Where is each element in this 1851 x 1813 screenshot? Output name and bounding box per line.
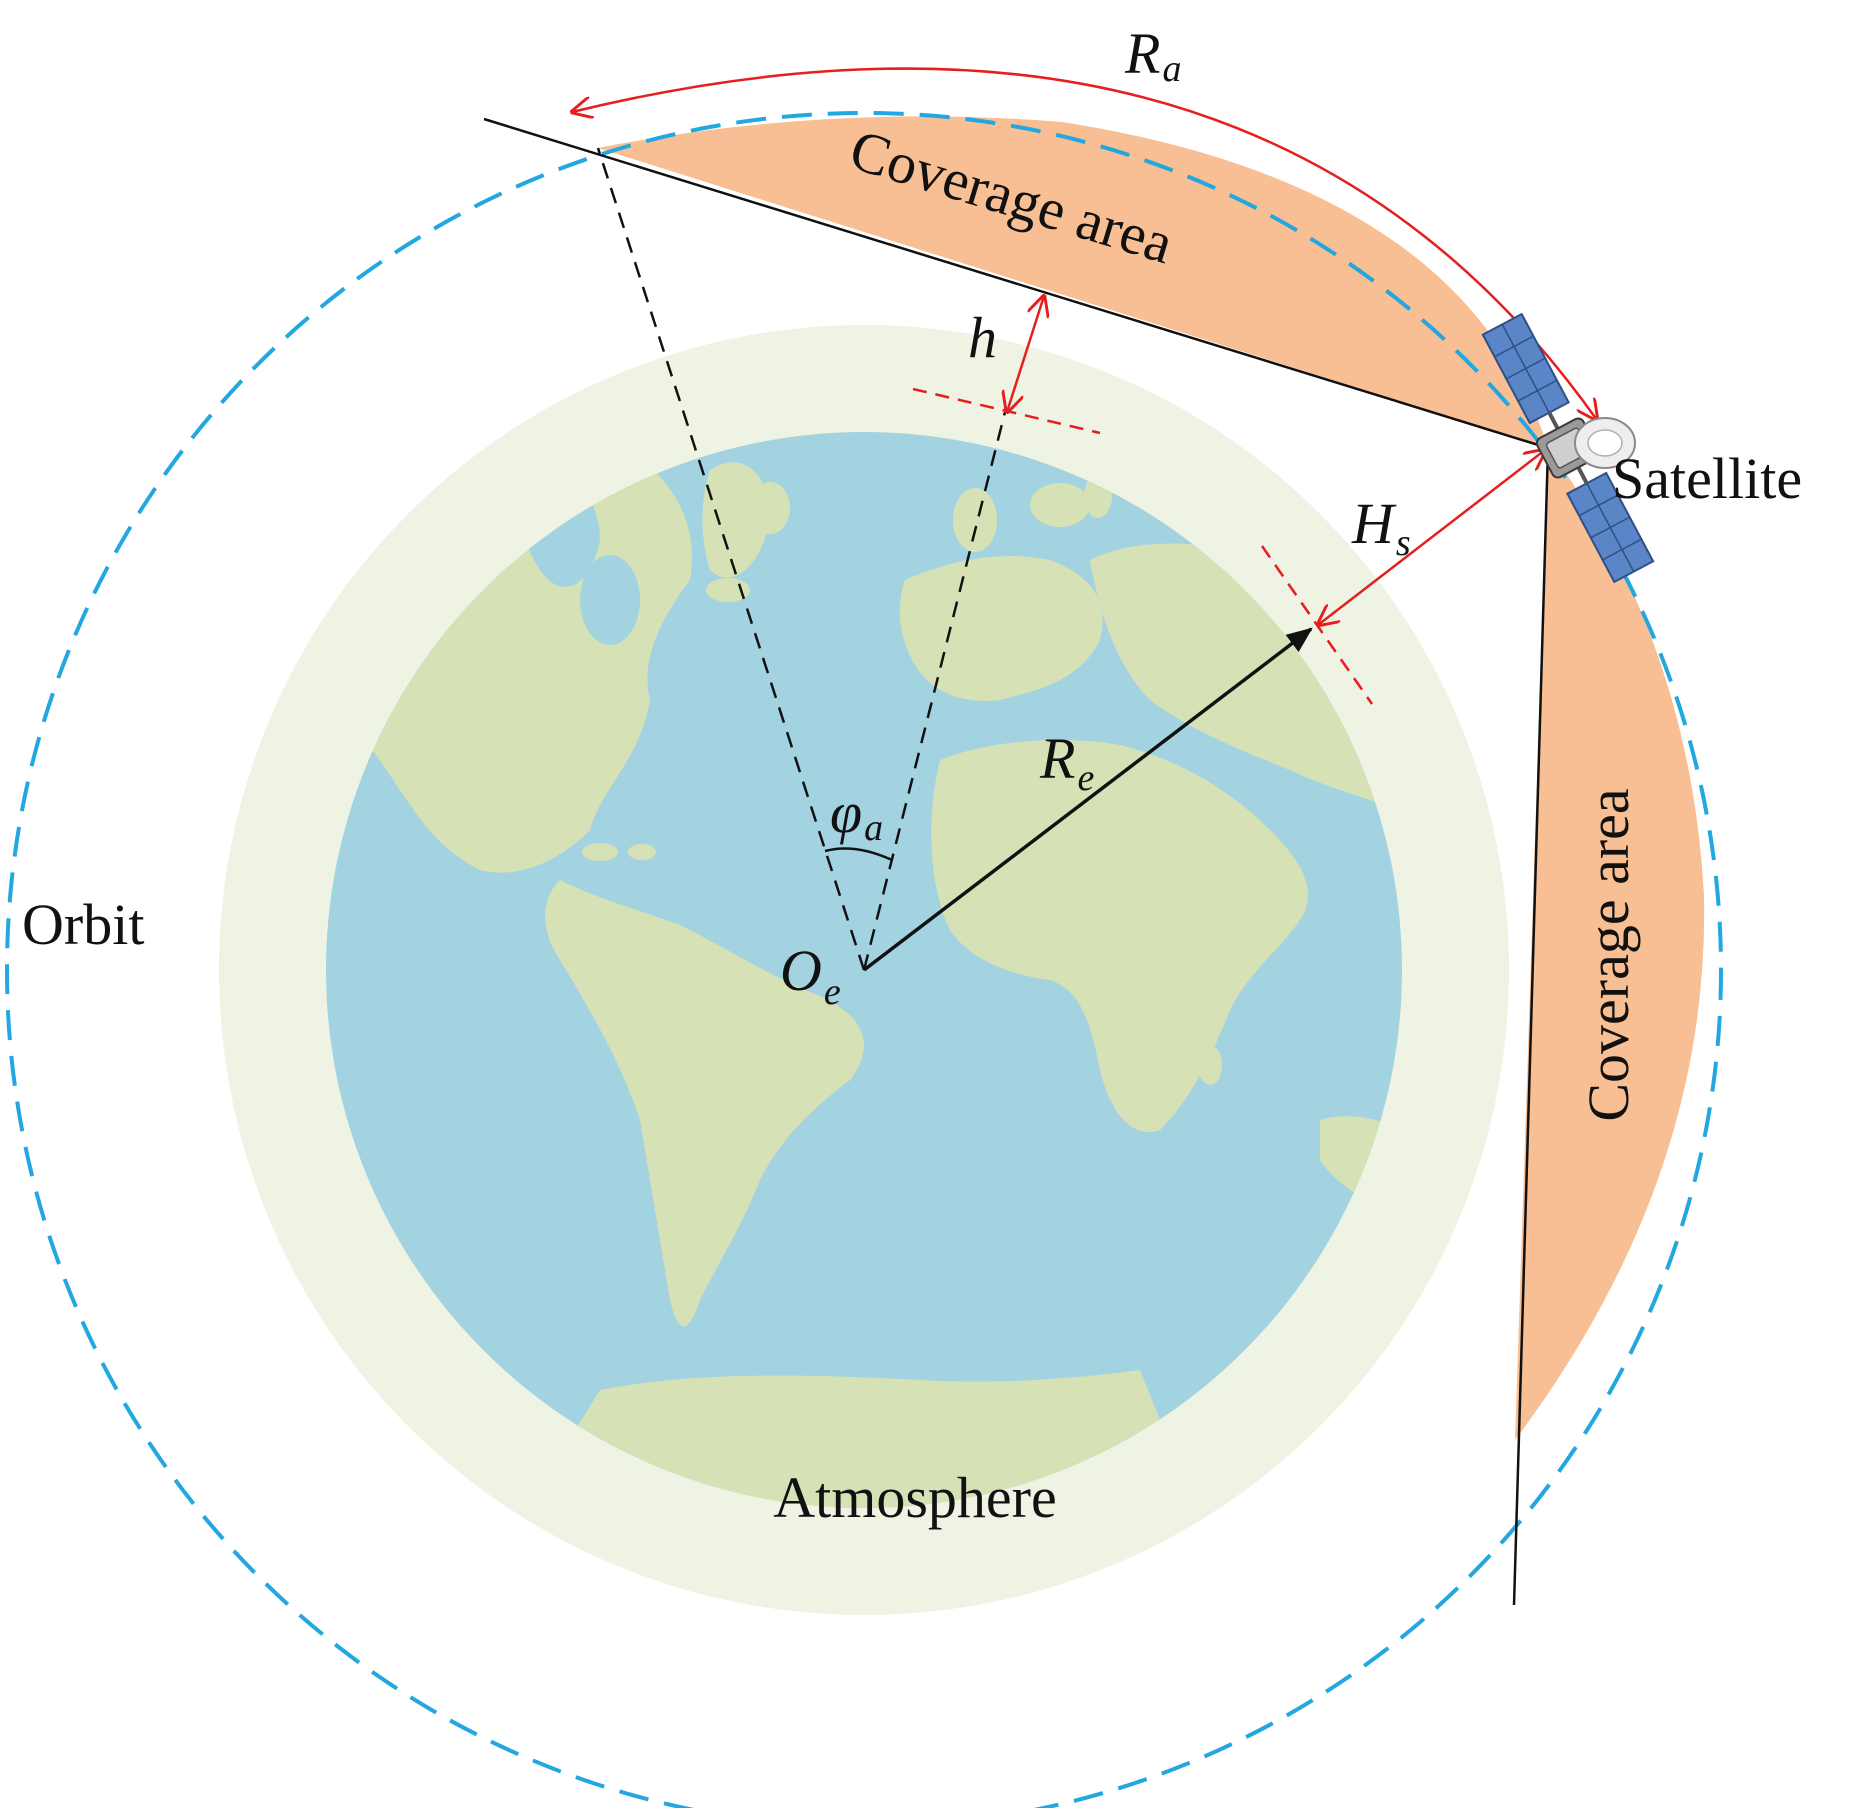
coverage-area-right <box>1515 448 1705 1440</box>
africa-landmass <box>931 740 1309 1132</box>
altitude-arrow-hs <box>1318 450 1545 625</box>
height-label-h: h <box>968 305 997 370</box>
atmosphere-label: Atmosphere <box>773 1465 1057 1530</box>
angle-label-phi-a: φa <box>830 780 883 849</box>
greenland-landmass <box>702 462 770 578</box>
arc-length-arrow-ra <box>572 67 1597 420</box>
south-america-landmass <box>545 880 864 1327</box>
europe-landmass <box>899 556 1103 701</box>
satellite-icon <box>1481 312 1655 584</box>
tangent-line-right <box>1512 447 1550 1606</box>
altitude-label-hs: Hs <box>1351 491 1411 564</box>
height-arrow-h <box>1007 296 1044 412</box>
orbit-label: Orbit <box>22 892 144 957</box>
earth-radius-arrow <box>862 627 1313 972</box>
coverage-area-label-right: Coverage area <box>1576 788 1641 1121</box>
angle-arc-phi <box>824 847 893 862</box>
radial-line-to-orbit <box>596 147 866 971</box>
orbit-circle <box>5 111 1723 1813</box>
north-america-landmass <box>330 440 692 873</box>
earth-radius-label-re: Re <box>1039 726 1094 799</box>
earth-center-label-oe: Oe <box>780 938 841 1013</box>
radial-line-to-earth <box>862 411 1007 971</box>
satellite-label: Satellite <box>1612 446 1802 511</box>
arc-length-label-ra: Ra <box>1124 21 1181 90</box>
